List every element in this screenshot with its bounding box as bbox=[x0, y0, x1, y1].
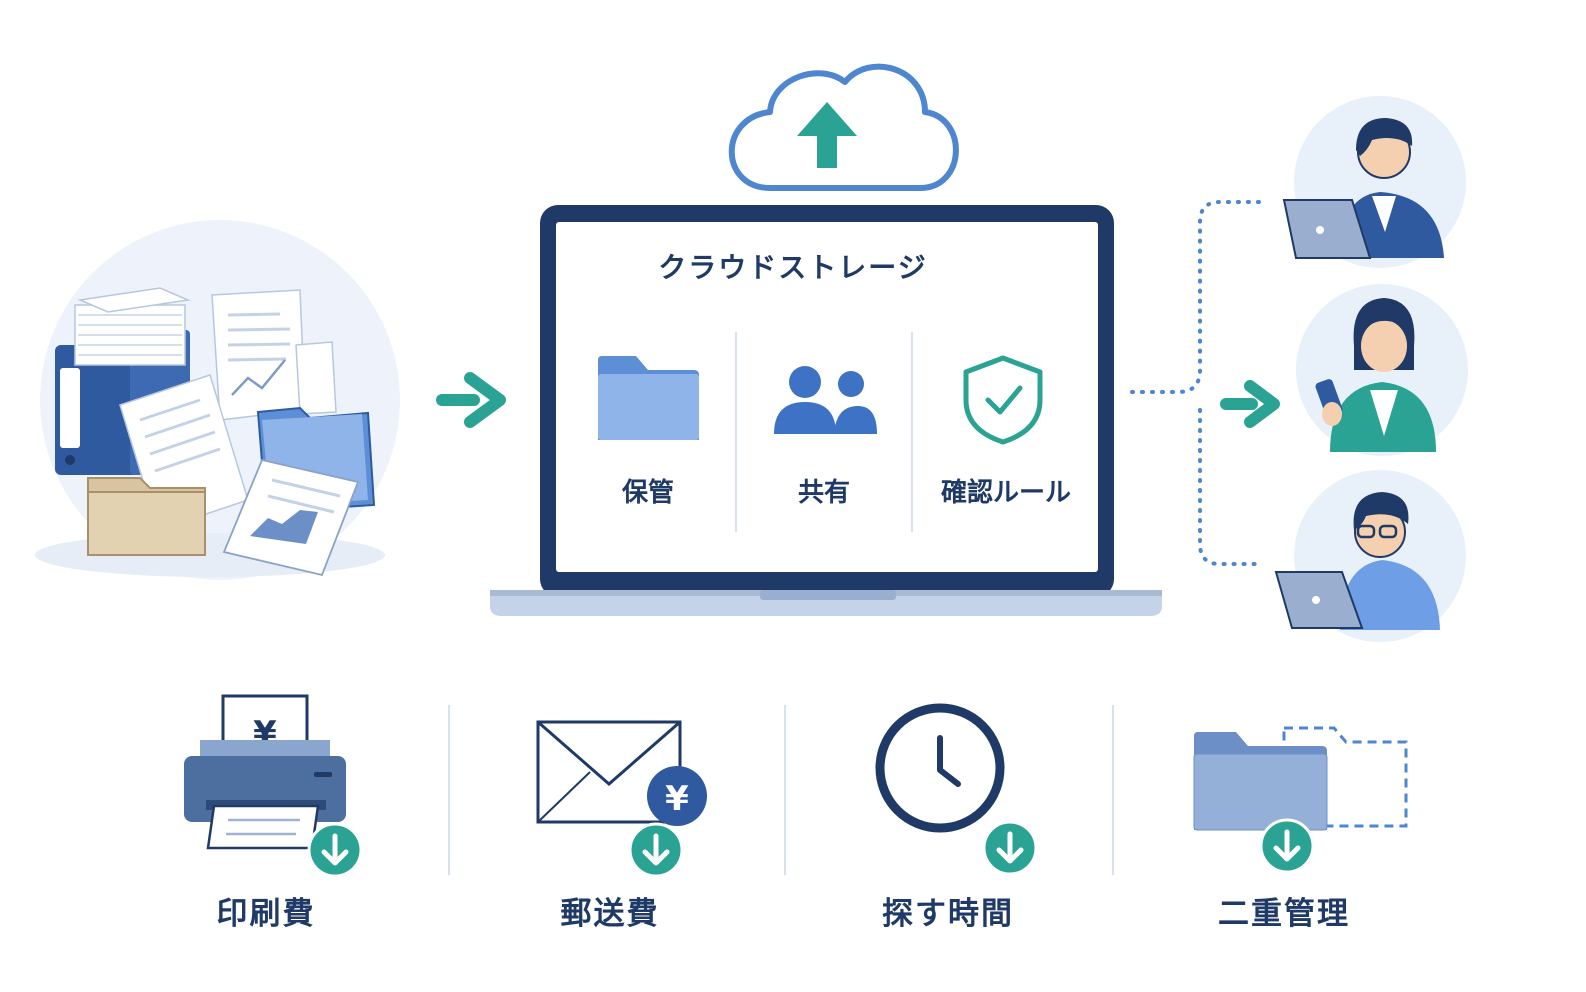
arrow-right-icon bbox=[436, 372, 506, 428]
cloud-upload-icon bbox=[728, 63, 959, 191]
user-avatar-laptop-glasses-man-icon bbox=[1274, 470, 1466, 642]
share-connector bbox=[1130, 200, 1264, 566]
saving-label-postage: 郵送費 bbox=[560, 896, 660, 932]
duplicate-folder-icon bbox=[1193, 726, 1408, 831]
feature-label-rules: 確認ルール bbox=[940, 478, 1071, 508]
down-arrow-badge-icon bbox=[1259, 818, 1315, 874]
saving-label-printing: 印刷費 bbox=[216, 896, 316, 932]
arrow-right-icon bbox=[1220, 380, 1280, 428]
paper-documents-pile-icon bbox=[35, 220, 400, 580]
clock-icon bbox=[875, 703, 1005, 833]
printer-yen-icon: ¥ bbox=[184, 694, 346, 850]
feature-label-share: 共有 bbox=[797, 478, 850, 508]
saving-label-double-management: 二重管理 bbox=[1218, 896, 1350, 932]
laptop-icon bbox=[490, 205, 1162, 616]
people-icon bbox=[774, 366, 877, 434]
down-arrow-badge-icon bbox=[628, 822, 684, 878]
shield-check-icon bbox=[963, 355, 1043, 445]
down-arrow-badge-icon bbox=[307, 822, 363, 878]
svg-text:¥: ¥ bbox=[665, 779, 689, 819]
user-avatar-phone-woman-icon bbox=[1296, 284, 1468, 456]
bottom-dividers bbox=[448, 705, 1114, 875]
saving-label-search-time: 探す時間 bbox=[882, 896, 1014, 932]
feature-label-storage: 保管 bbox=[621, 478, 674, 508]
user-avatar-laptop-man-icon bbox=[1282, 96, 1466, 268]
storage-title: クラウドストレージ bbox=[658, 251, 928, 284]
down-arrow-badge-icon bbox=[982, 820, 1038, 876]
folder-icon bbox=[598, 356, 699, 440]
envelope-yen-icon: ¥ bbox=[536, 720, 707, 826]
